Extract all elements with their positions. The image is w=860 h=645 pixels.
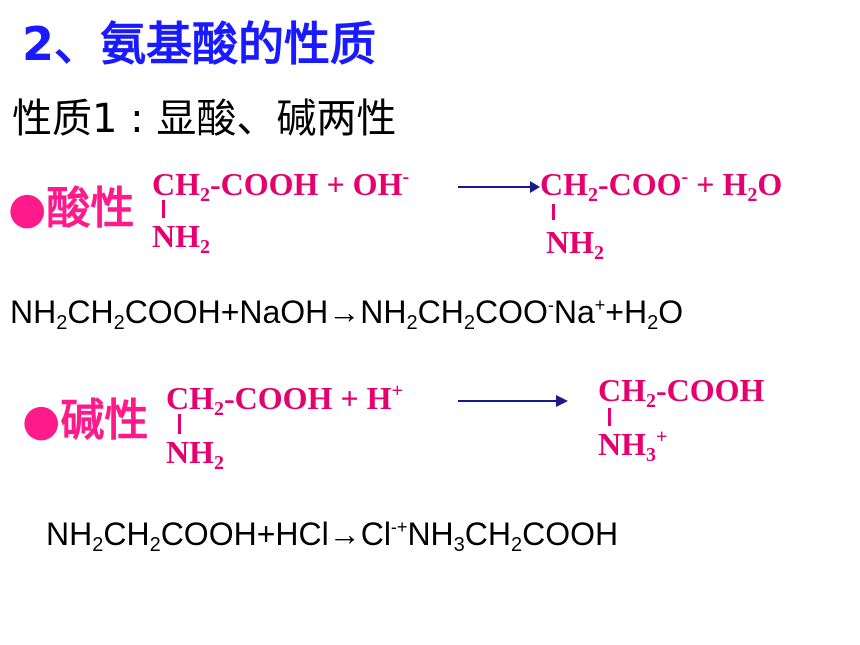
subtitle: 性质1 : 显酸、碱两性: [12, 96, 397, 142]
acid-label: ●酸性: [8, 183, 135, 234]
acid-product-bond: [552, 204, 555, 220]
acid-product-top: CH2-COO- + H2O: [540, 166, 783, 206]
base-product-bond: [608, 408, 611, 426]
base-product-bottom: NH3+: [598, 426, 668, 466]
acid-product-bottom: NH2: [546, 224, 604, 264]
slide-title: 2、氨基酸的性质: [22, 17, 377, 71]
base-reactant-top: CH2-COOH + H+: [166, 380, 403, 420]
base-reactant-bond: [178, 414, 181, 434]
acid-reactant-bond: [162, 200, 165, 218]
acid-arrow-icon: [458, 181, 540, 193]
acid-reactant-top: CH2-COOH + OH-: [152, 166, 410, 206]
base-reactant-bottom: NH2: [166, 434, 224, 474]
base-equation: NH2CH2COOH+HCl→Cl-+NH3CH2COOH: [46, 516, 619, 556]
acid-equation: NH2CH2COOH+NaOH→NH2CH2COO-Na++H2O: [10, 294, 684, 334]
acid-reactant-bottom: NH2: [152, 218, 210, 258]
base-label: ●碱性: [22, 395, 149, 446]
base-product-top: CH2-COOH: [598, 372, 765, 412]
base-arrow-icon: [458, 395, 568, 407]
